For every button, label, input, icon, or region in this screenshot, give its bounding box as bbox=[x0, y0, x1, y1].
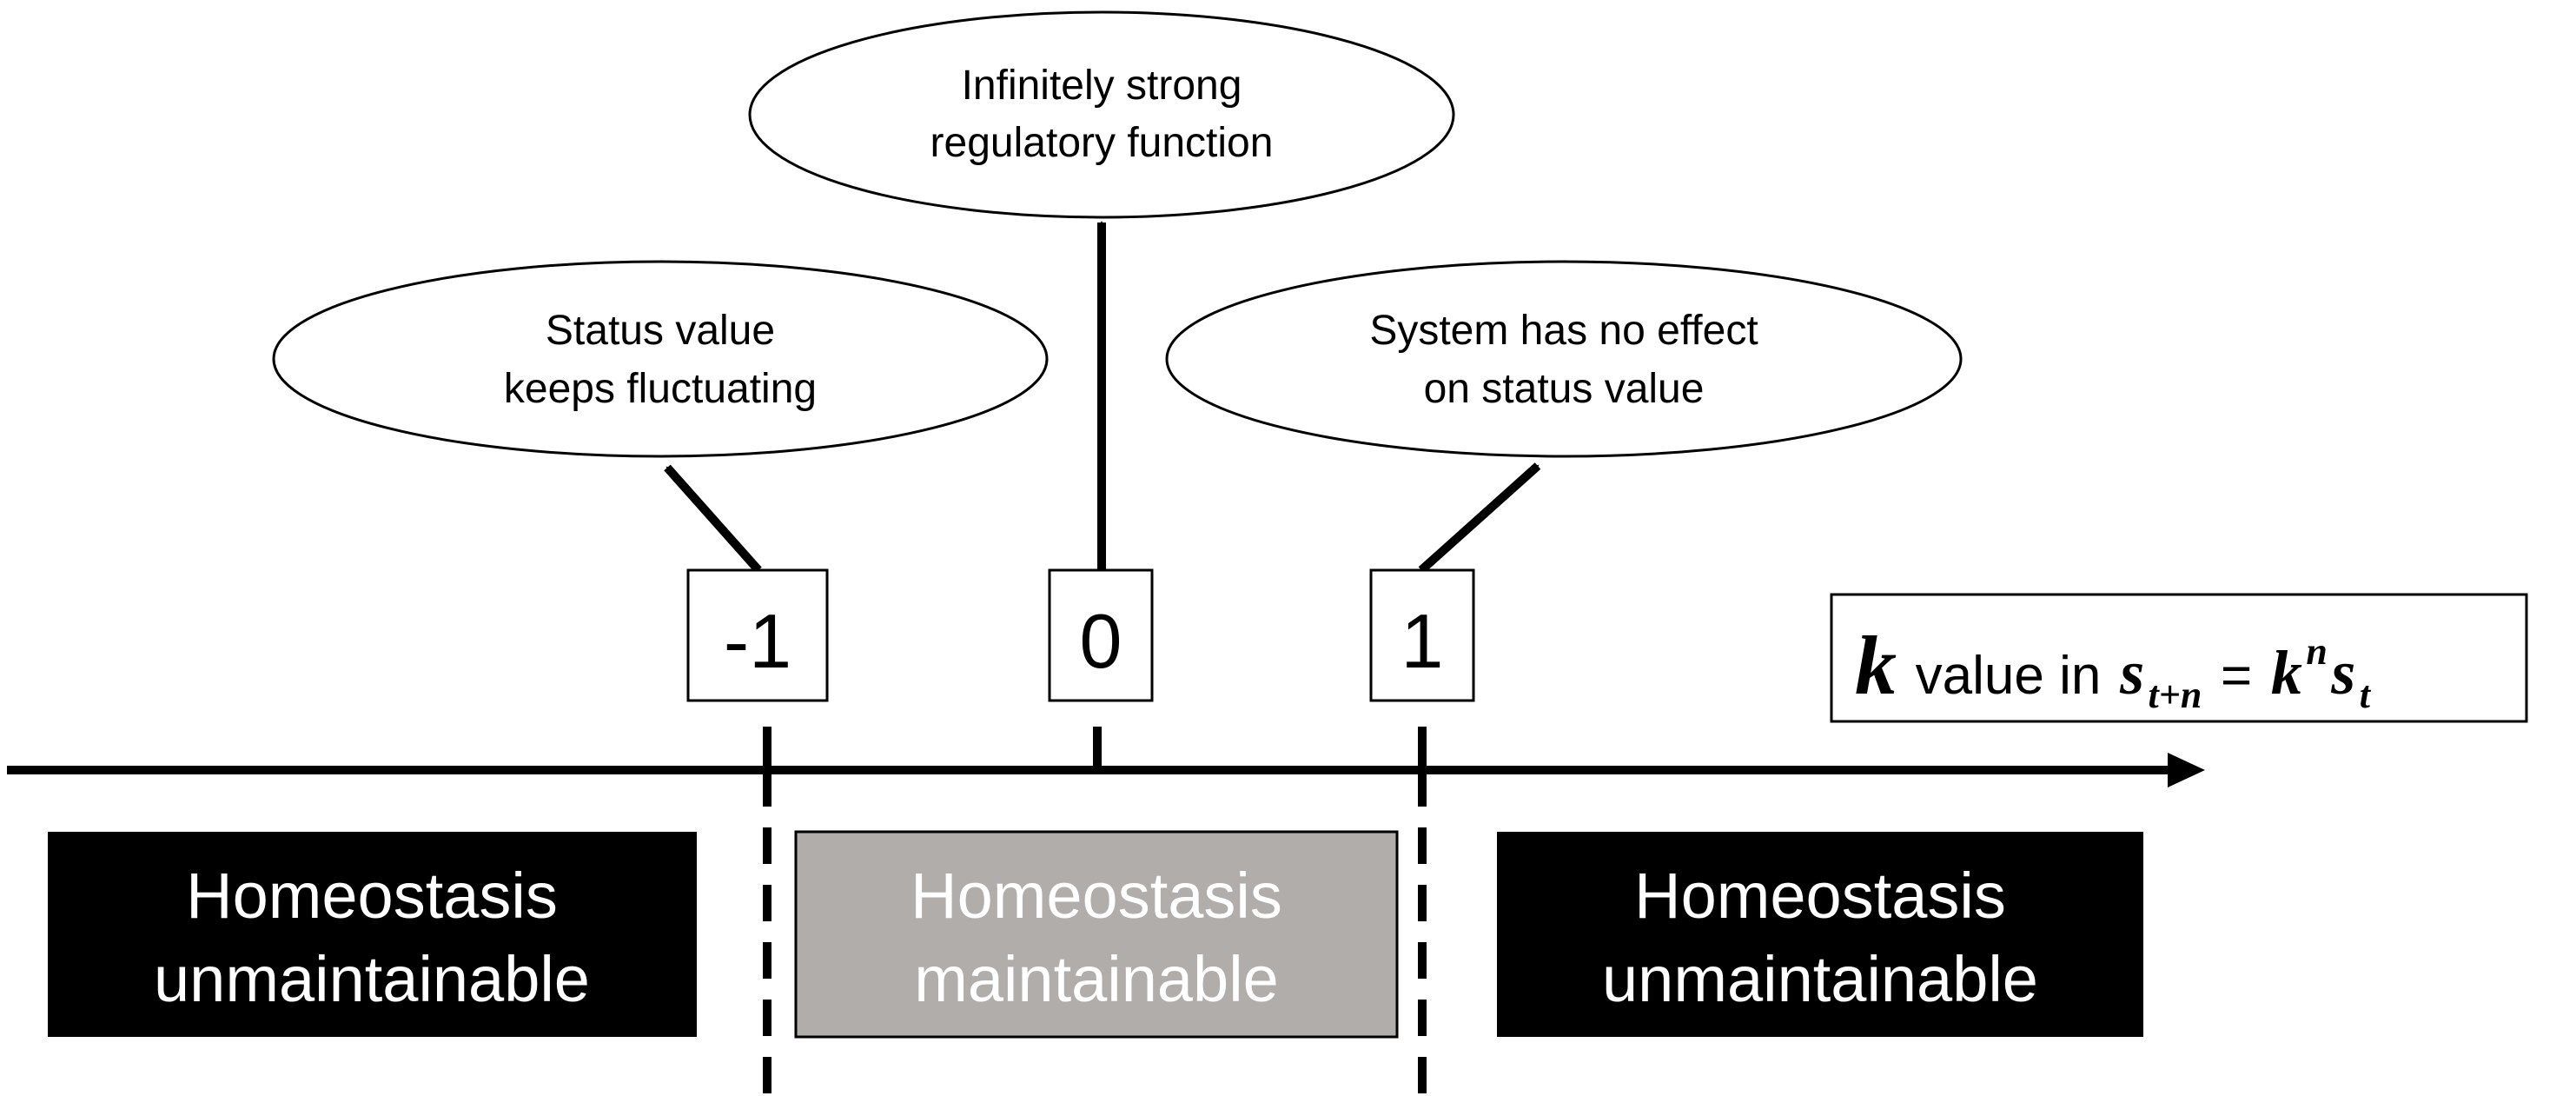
annotation-right-ellipse bbox=[1165, 260, 1963, 458]
annotation-top-ellipse bbox=[748, 10, 1455, 219]
formula-s2: s bbox=[2330, 638, 2355, 707]
zone-middle-line-1: Homeostasis bbox=[911, 860, 1282, 932]
annotation-left-line-1: Status value bbox=[546, 308, 775, 354]
tick-minus-one-label: -1 bbox=[724, 598, 791, 684]
annotation-top-line-1: Infinitely strong bbox=[962, 63, 1242, 109]
zone-left: Homeostasis unmaintainable bbox=[48, 832, 697, 1037]
tick-minus-one: -1 bbox=[686, 568, 829, 702]
formula-k2: k bbox=[2271, 638, 2302, 707]
annotation-right-line-1: System has no effect bbox=[1369, 308, 1758, 354]
zone-left-line-1: Homeostasis bbox=[186, 860, 558, 932]
tick-one-box bbox=[1369, 568, 1475, 702]
annotation-left-line-2: keeps fluctuating bbox=[504, 366, 817, 412]
annotation-top: Infinitely strong regulatory function bbox=[748, 10, 1455, 219]
formula-sub-t: t bbox=[2360, 674, 2372, 716]
zone-right-box bbox=[1497, 832, 2143, 1037]
formula-text: k value in s t+n = k n s t bbox=[1855, 619, 2372, 716]
zone-left-box bbox=[48, 832, 697, 1037]
formula-equals: = bbox=[2206, 646, 2268, 706]
arrow-to-left-annotation bbox=[664, 464, 762, 574]
zone-right-line-2: unmaintainable bbox=[1602, 943, 2038, 1015]
zone-left-line-2: unmaintainable bbox=[154, 943, 590, 1015]
formula-sup-n: n bbox=[2306, 630, 2327, 673]
annotation-right: System has no effect on status value bbox=[1165, 260, 1963, 458]
tick-zero-box bbox=[1048, 568, 1154, 702]
formula-box-frame bbox=[1830, 593, 2528, 723]
formula-sub-t-plus-n: t+n bbox=[2149, 674, 2202, 716]
zone-right-line-1: Homeostasis bbox=[1634, 860, 2006, 932]
formula-s: s bbox=[2119, 638, 2144, 707]
zone-middle-line-2: maintainable bbox=[914, 943, 1279, 1015]
zone-middle: Homeostasis maintainable bbox=[794, 830, 1399, 1039]
tick-zero: 0 bbox=[1048, 568, 1154, 702]
tick-zero-label: 0 bbox=[1080, 598, 1122, 684]
zone-middle-box bbox=[794, 830, 1399, 1039]
k-axis-arrowhead bbox=[2168, 753, 2205, 787]
annotation-right-line-2: on status value bbox=[1424, 366, 1705, 412]
zone-right: Homeostasis unmaintainable bbox=[1497, 832, 2143, 1037]
tick-one-label: 1 bbox=[1401, 598, 1444, 684]
annotation-left-ellipse bbox=[272, 260, 1049, 458]
tick-one: 1 bbox=[1369, 568, 1475, 702]
formula-label: value in bbox=[1900, 646, 2116, 706]
arrow-to-right-annotation bbox=[1418, 462, 1541, 574]
tick-minus-one-box bbox=[686, 568, 829, 702]
annotation-top-line-2: regulatory function bbox=[930, 120, 1274, 166]
annotation-left: Status value keeps fluctuating bbox=[272, 260, 1049, 458]
formula-box: k value in s t+n = k n s t bbox=[1830, 593, 2528, 723]
formula-k: k bbox=[1855, 619, 1897, 712]
